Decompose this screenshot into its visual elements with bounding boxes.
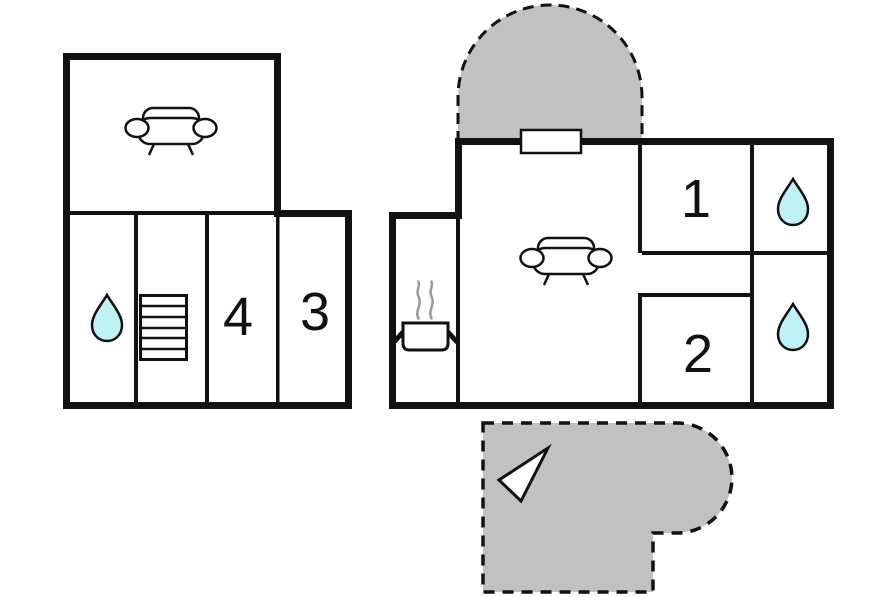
north-arrow-icon bbox=[496, 443, 552, 504]
wall bbox=[455, 138, 462, 219]
water-drop-icon bbox=[776, 301, 810, 352]
lower-terrace-shape bbox=[481, 421, 734, 594]
wall bbox=[274, 53, 281, 216]
wall bbox=[345, 210, 352, 409]
interior-wall bbox=[70, 211, 274, 215]
water-drop-icon bbox=[776, 176, 810, 227]
water-drop-icon bbox=[90, 292, 124, 343]
steam-icon bbox=[416, 280, 434, 320]
wall bbox=[455, 138, 834, 145]
interior-wall bbox=[642, 293, 750, 297]
interior-wall bbox=[642, 251, 827, 255]
interior-wall bbox=[134, 215, 138, 402]
wall bbox=[274, 210, 352, 217]
kitchen-icon bbox=[392, 280, 459, 352]
sofa-icon bbox=[124, 106, 218, 156]
wall bbox=[827, 138, 834, 409]
room-3-label: 3 bbox=[300, 282, 330, 342]
interior-wall bbox=[750, 145, 754, 402]
interior-wall bbox=[638, 293, 642, 402]
sofa-icon bbox=[519, 236, 613, 286]
right-building: 1 2 bbox=[389, 128, 834, 409]
interior-wall bbox=[276, 216, 280, 402]
upper-terrace bbox=[456, 3, 644, 142]
wall bbox=[63, 53, 70, 409]
room-4-label: 4 bbox=[223, 287, 253, 347]
upper-terrace-shape bbox=[456, 3, 644, 142]
room-2-label: 2 bbox=[683, 324, 713, 384]
interior-wall bbox=[205, 215, 209, 402]
left-building: 4 3 bbox=[63, 53, 352, 409]
interior-wall bbox=[456, 219, 460, 402]
wall bbox=[389, 212, 396, 409]
wall bbox=[63, 53, 281, 60]
wall bbox=[63, 402, 352, 409]
interior-wall bbox=[638, 145, 642, 253]
wall bbox=[389, 212, 462, 219]
room-1-label: 1 bbox=[681, 169, 711, 229]
lower-terrace bbox=[481, 421, 734, 594]
door-window-marker bbox=[519, 128, 583, 155]
cooking-pot-icon bbox=[392, 321, 459, 352]
wall bbox=[389, 402, 834, 409]
stairs-icon bbox=[139, 294, 188, 361]
